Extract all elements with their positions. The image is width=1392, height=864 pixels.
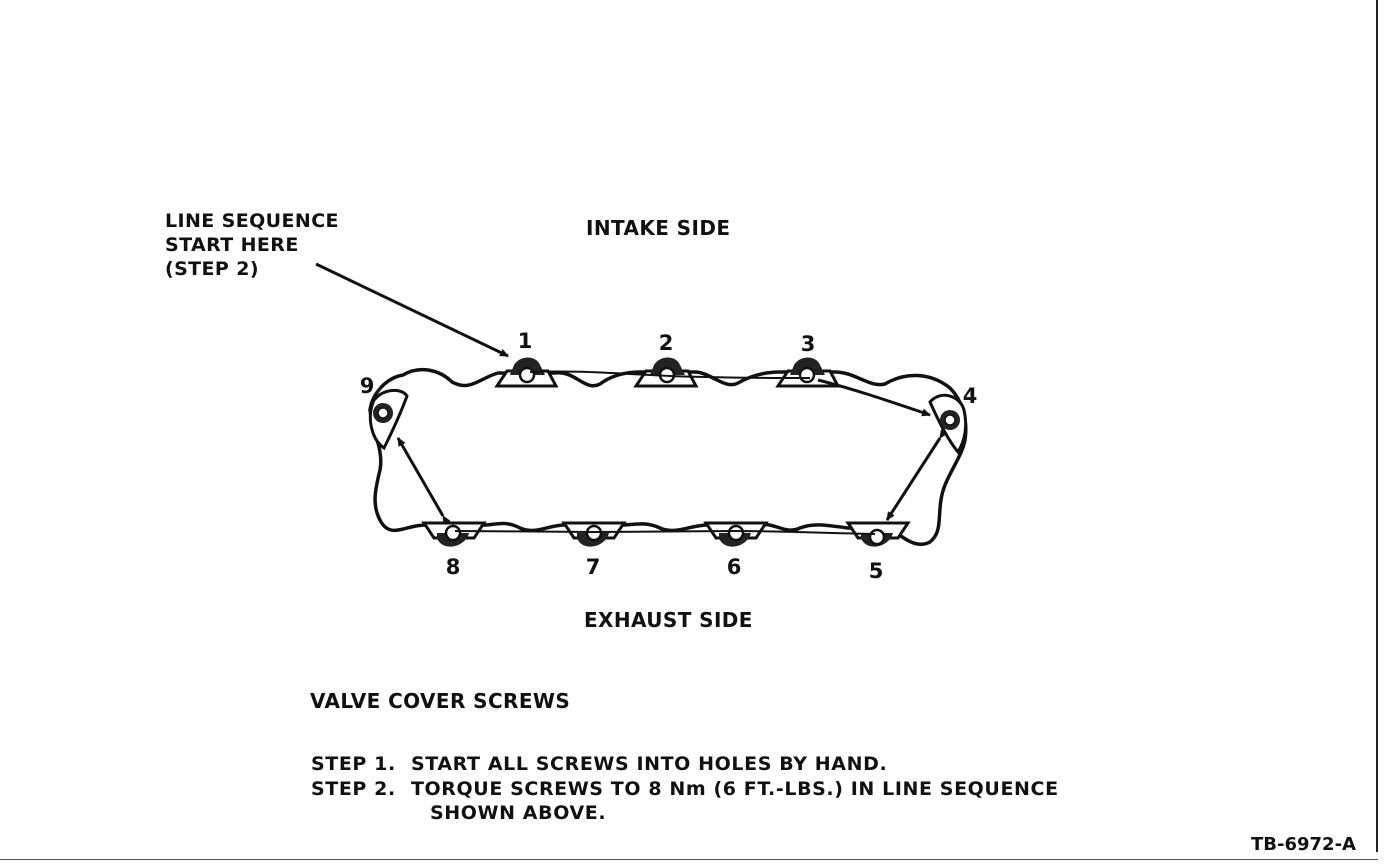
screw-1-number: 1 [517,329,533,353]
screw-5-boss [845,521,911,547]
screw-5-number: 5 [868,559,884,583]
figure-id: TB-6972-A [1251,834,1356,855]
instructions-title: VALVE COVER SCREWS [310,689,571,713]
start-here-label: LINE SEQUENCE START HERE (STEP 2) [165,209,339,281]
step-1-row: STEP 1. START ALL SCREWS INTO HOLES BY HA… [311,755,887,774]
sequence-arrow-4-to-5 [885,429,948,521]
screw-2-number: 2 [658,331,674,355]
exhaust-side-label: EXHAUST SIDE [584,608,753,632]
start-leader-arrow [315,262,509,358]
step-1-id: STEP 1. [311,753,396,775]
start-label-line-3: (STEP 2) [165,258,259,280]
start-label-line-1: LINE SEQUENCE [165,210,339,232]
page-edge-right [1376,0,1378,852]
step-1-text: START ALL SCREWS INTO HOLES BY HAND. [411,753,888,775]
screw-4-number: 4 [962,384,978,408]
sequence-arrow-8-to-9 [396,437,451,525]
sequence-line-top [529,370,811,379]
screw-9-number: 9 [359,374,375,398]
intake-side-label: INTAKE SIDE [586,216,731,240]
screw-2-boss [633,357,699,388]
valve-cover-outline [368,367,968,546]
page-edge-bottom [0,859,1378,860]
screw-3-number: 3 [800,332,816,356]
screw-8-number: 8 [445,555,461,579]
step-2-text: TORQUE SCREWS TO 8 Nm (6 FT.-LBS.) IN LI… [411,778,1059,800]
step-2-id: STEP 2. [311,778,396,800]
step-2-row: STEP 2. TORQUE SCREWS TO 8 Nm (6 FT.-LBS.… [311,780,1059,799]
screw-6-number: 6 [726,555,742,579]
screw-7-number: 7 [585,555,601,579]
screw-4-boss [928,393,968,455]
sequence-arrow-3-to-4 [817,378,931,417]
screw-9-boss [368,389,409,451]
sequence-line-bottom [454,529,876,535]
step-2-continuation: SHOWN ABOVE. [430,802,607,824]
screw-7-boss [561,521,627,547]
screw-6-boss [703,521,769,547]
screw-8-boss [421,521,487,547]
start-label-line-2: START HERE [165,234,299,256]
